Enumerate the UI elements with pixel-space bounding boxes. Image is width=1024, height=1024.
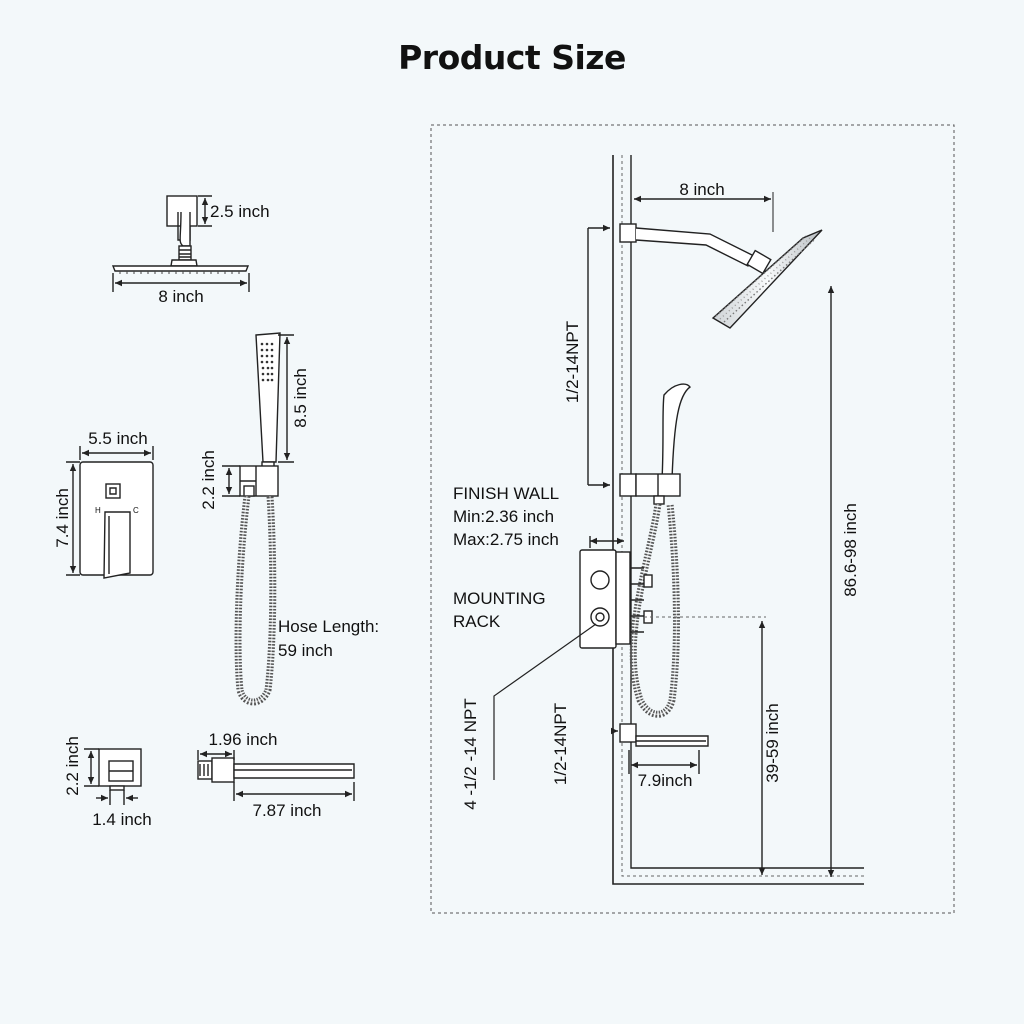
valve-body-and-mounting-rack — [493, 536, 653, 780]
wall-elbow-drawing — [98, 748, 142, 791]
spout-inlet-label: 1.96 inch — [209, 730, 278, 749]
spout-height-range-label: 39-59 inch — [763, 703, 782, 782]
valve-plate-height-label: 7.4 inch — [53, 488, 72, 548]
installed-tub-spout — [611, 723, 709, 747]
elbow-height-dimension — [84, 748, 99, 787]
valve-thread-label: 4 -1/2 -14 NPT — [461, 698, 480, 810]
valve-cold-mark: C — [133, 506, 139, 515]
handheld-shower-drawing — [234, 332, 281, 706]
valve-trim-plate-drawing — [79, 461, 154, 579]
handheld-height-dimension — [278, 334, 294, 463]
mounting-rack-label-line2: RACK — [453, 612, 501, 631]
valve-plate-width-dimension — [79, 446, 154, 460]
finish-wall-min: Min:2.36 inch — [453, 507, 554, 526]
wall-section — [612, 155, 864, 885]
hose-length-value: 59 inch — [278, 641, 333, 660]
spout-length-label: 7.87 inch — [253, 801, 322, 820]
valve-hot-mark: H — [95, 506, 101, 515]
finish-wall-max: Max:2.75 inch — [453, 530, 559, 549]
finish-wall-title: FINISH WALL — [453, 484, 559, 503]
holder-height-label: 2.2 inch — [199, 450, 218, 510]
top-thread-dimension — [587, 224, 610, 489]
spout-projection-dimension — [628, 750, 700, 774]
spout-height-dimension — [644, 616, 766, 875]
head-height-range-label: 86.6-98 inch — [841, 503, 860, 597]
shower-head-height-label: 2.5 inch — [210, 202, 270, 221]
elbow-height-label: 2.2 inch — [63, 736, 82, 796]
spout-inlet-dimension — [197, 750, 235, 760]
hose-length-label: Hose Length: — [278, 617, 379, 636]
installed-handheld-shower — [619, 383, 692, 718]
tub-spout-drawing — [197, 757, 355, 783]
spout-thread-label: 1/2-14NPT — [551, 703, 570, 785]
spout-projection-label: 7.9inch — [638, 771, 693, 790]
shower-head-height-dimension — [198, 195, 212, 227]
valve-plate-height-dimension — [66, 461, 80, 576]
rain-shower-head-drawing — [111, 195, 250, 274]
shower-head-width-dimension — [112, 273, 250, 292]
mounting-rack-label-line1: MOUNTING — [453, 589, 546, 608]
elbow-width-dimension — [96, 790, 138, 805]
handheld-height-label: 8.5 inch — [291, 368, 310, 428]
page-title: Product Size — [398, 38, 626, 77]
valve-plate-width-label: 5.5 inch — [88, 429, 148, 448]
shower-head-width-label: 8 inch — [158, 287, 203, 306]
arm-length-dimension — [634, 192, 774, 232]
elbow-width-label: 1.4 inch — [92, 810, 152, 829]
arm-length-label: 8 inch — [679, 180, 724, 199]
holder-height-dimension — [222, 465, 240, 497]
spout-length-dimension — [233, 782, 355, 801]
top-thread-label: 1/2-14NPT — [563, 321, 582, 403]
installed-shower-head — [619, 223, 823, 329]
installation-frame — [430, 124, 955, 914]
